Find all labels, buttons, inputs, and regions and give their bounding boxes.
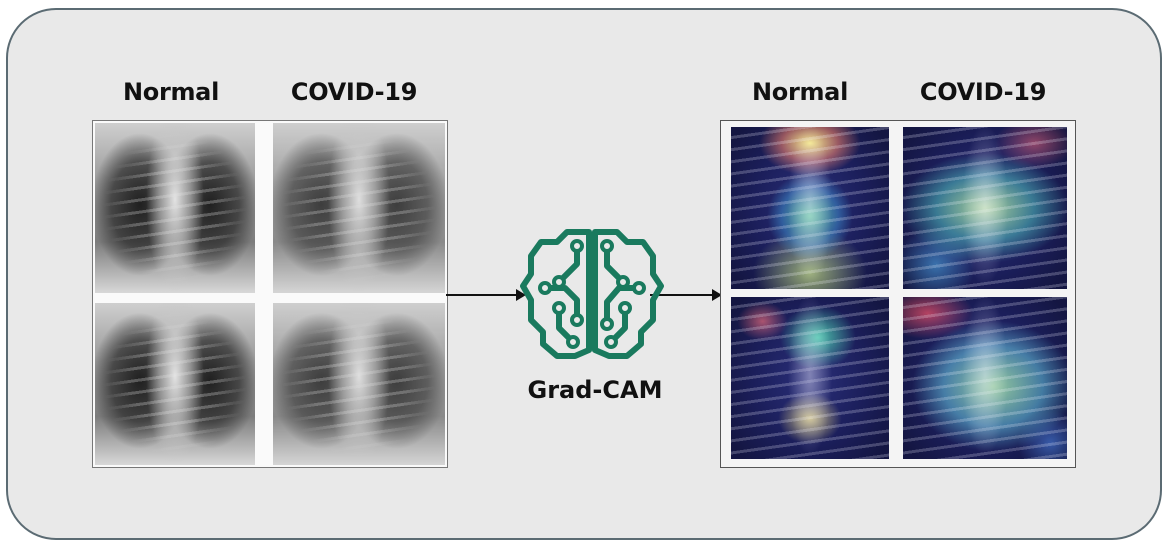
normal-heatmap-1: [731, 127, 889, 289]
input-normal-label: Normal: [122, 78, 220, 106]
covid-heatmap-1: [903, 127, 1067, 289]
heatmap-grid: [720, 120, 1076, 468]
covid-xray-1: [273, 123, 445, 293]
normal-heatmap-2: [731, 297, 889, 459]
arrow-to-gradcam: [446, 289, 526, 301]
normal-xray-1: [95, 123, 255, 293]
input-xray-grid: [92, 120, 448, 468]
input-covid-label: COVID-19: [290, 78, 418, 106]
gradcam-label: Grad-CAM: [527, 376, 663, 404]
normal-xray-2: [95, 303, 255, 465]
brain-circuit-icon: [520, 229, 664, 359]
covid-xray-2: [273, 303, 445, 465]
arrow-to-heatmaps: [650, 289, 722, 301]
output-normal-label: Normal: [751, 78, 849, 106]
output-covid-label: COVID-19: [919, 78, 1047, 106]
covid-heatmap-2: [903, 297, 1067, 459]
